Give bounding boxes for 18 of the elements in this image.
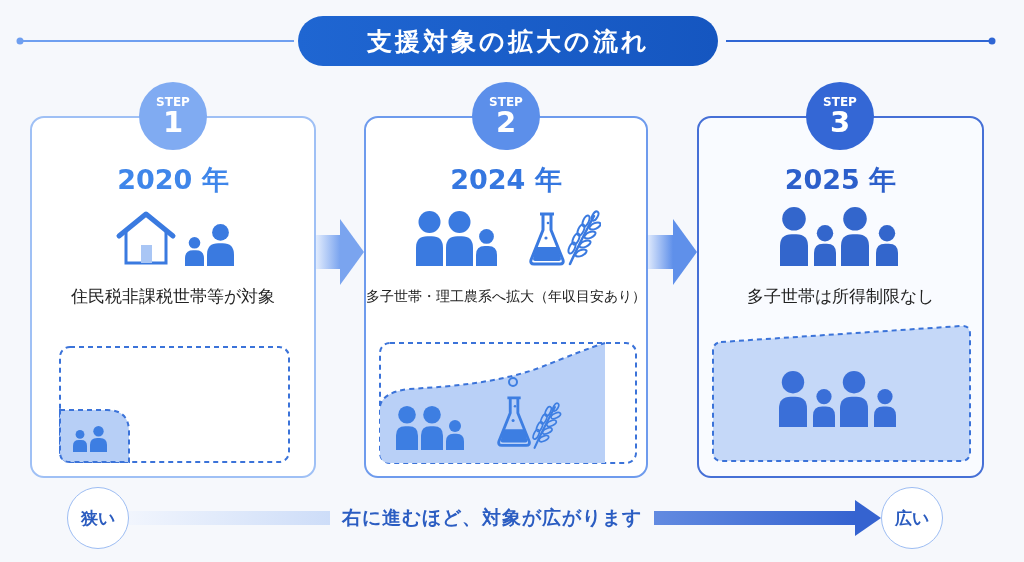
step-label: STEP [156,95,190,108]
year-heading: 2024 年 [450,164,562,196]
year-heading: 2025 年 [784,164,897,196]
target-description: 住民税非課税世帯等が対象 [71,286,275,307]
edge-label: 右に進むほど、対象が広がります [330,505,654,531]
step-label: STEP [489,95,523,108]
step-number: 1 [162,107,184,137]
step-label: STEP [823,95,857,108]
step-number: 3 [829,107,851,137]
target-description: 多子世帯は所得制限なし [747,286,934,307]
title-banner: 支援対象の拡大の流れ [298,16,718,66]
endpoint-circle: 広い [881,487,943,549]
arrow [316,219,364,285]
endpoint-circle: 狭い [67,487,129,549]
year-heading: 2020 年 [117,164,229,196]
step-number: 2 [495,107,517,137]
target-description: 多子世帯・理工農系へ拡大（年収目安あり） [366,288,646,305]
arrow [648,219,697,285]
